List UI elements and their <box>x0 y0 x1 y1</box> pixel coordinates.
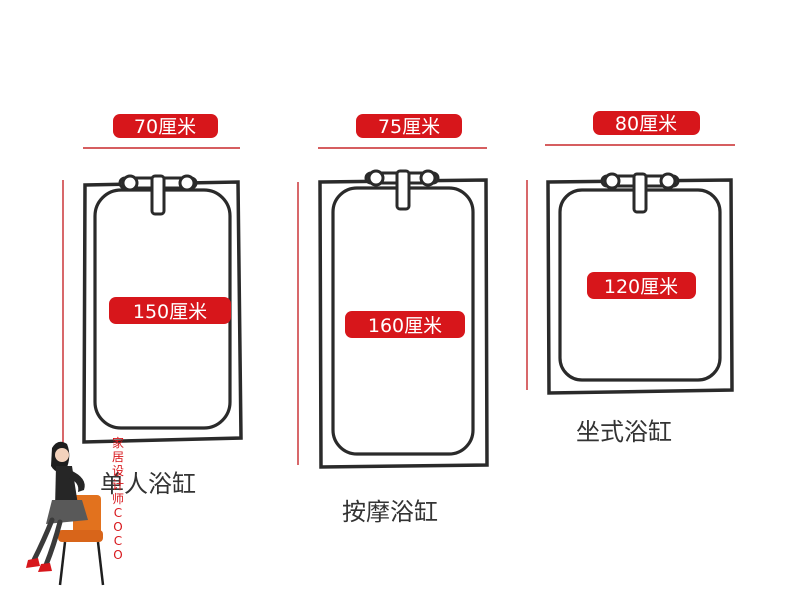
width-label: 75厘米 <box>378 116 440 138</box>
tub-massage-caption: 按摩浴缸 <box>342 498 438 526</box>
length-label-badge: 160厘米 <box>345 311 465 338</box>
tub-single-caption: 单人浴缸 <box>100 470 196 498</box>
width-label: 80厘米 <box>615 113 677 135</box>
faucet-icon <box>600 172 680 214</box>
tub-single: 70厘米 150厘米 <box>62 114 243 445</box>
width-label-badge: 80厘米 <box>593 111 700 135</box>
seated-woman-illustration <box>26 441 105 586</box>
tub-sitting: 80厘米 120厘米 <box>526 111 735 395</box>
length-label-badge: 120厘米 <box>587 272 696 299</box>
width-label-badge: 75厘米 <box>356 114 462 138</box>
length-label: 120厘米 <box>604 276 678 298</box>
length-label: 150厘米 <box>133 301 207 323</box>
width-label: 70厘米 <box>134 116 196 138</box>
length-label-badge: 150厘米 <box>109 297 231 324</box>
length-label: 160厘米 <box>368 315 442 337</box>
faucet-icon <box>364 169 440 211</box>
designer-watermark: 家居设计师COCO <box>111 436 124 562</box>
tub-sitting-caption: 坐式浴缸 <box>576 418 672 446</box>
width-label-badge: 70厘米 <box>113 114 218 138</box>
tub-massage: 75厘米 160厘米 <box>297 114 489 469</box>
faucet-icon <box>118 174 198 216</box>
